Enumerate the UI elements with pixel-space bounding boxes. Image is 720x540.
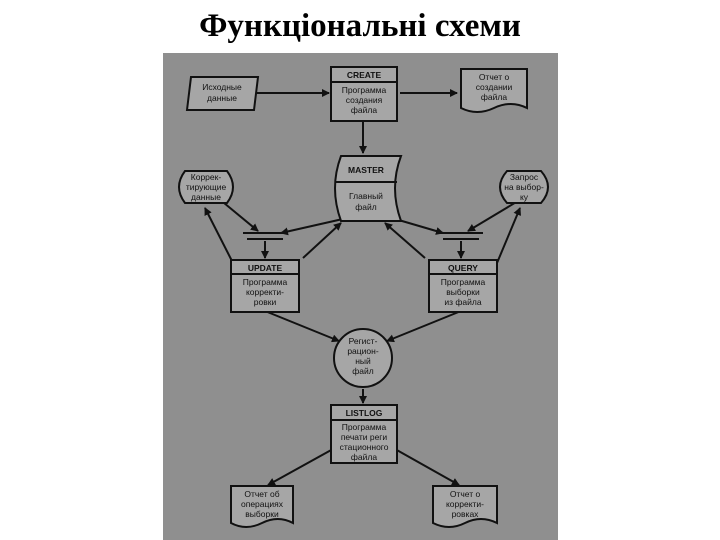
create-report-document: Отчет о создании файла [460,68,528,113]
corrections-line-2: тирующие [186,182,227,192]
create-line-2: создания [346,95,383,105]
query-request-line-3: ку [520,192,529,202]
query-line-3: из файла [444,297,481,307]
master-header: MASTER [348,165,384,175]
update-report-line-2: корректи- [446,499,484,509]
corrections-line-1: Коррек- [191,172,222,182]
create-report-line-1: Отчет о [479,72,510,82]
update-report-document: Отчет о корректи- ровках [432,485,498,528]
query-line-1: Программа [441,277,486,287]
listlog-line-3: стационного [340,442,389,452]
update-header: UPDATE [248,263,283,273]
merge-symbols [243,232,483,240]
query-report-line-3: выборки [245,509,279,519]
master-file-storage: MASTER Главный файл [334,155,403,222]
query-process: QUERY Программа выборки из файла [428,259,498,313]
master-line-2: файл [355,202,376,212]
create-line-1: Программа [342,85,387,95]
correction-data-input: Коррек- тирующие данные [178,170,234,204]
query-report-line-1: Отчет об [244,489,279,499]
query-report-line-2: операциях [241,499,284,509]
source-line-2: данные [207,93,237,103]
query-request-line-1: Запрос [510,172,539,182]
update-report-line-3: ровках [452,509,480,519]
create-line-3: файла [351,105,377,115]
page-title: Функціональні схеми [199,8,521,44]
listlog-process: LISTLOG Программа печати реги стационног… [330,404,398,464]
query-header: QUERY [448,263,478,273]
flowchart-scan: Исходные данные CREATE Программа создани… [163,53,558,540]
listlog-line-2: печати реги [341,432,388,442]
log-file-circle: Регист- рацион- ный файл [333,328,393,388]
source-data-input: Исходные данные [185,76,260,111]
master-line-1: Главный [349,191,383,201]
query-request-input: Запрос на выбор- ку [499,170,549,204]
log-line-3: ный [355,356,371,366]
query-request-line-2: на выбор- [504,182,544,192]
create-header: CREATE [347,70,382,80]
listlog-header: LISTLOG [346,408,383,418]
query-line-2: выборки [446,287,480,297]
update-line-2: корректи- [246,287,284,297]
query-report-document: Отчет об операциях выборки [230,485,294,528]
corrections-line-3: данные [191,192,221,202]
create-report-line-2: создании [476,82,513,92]
update-line-3: ровки [254,297,277,307]
listlog-line-1: Программа [342,422,387,432]
update-report-line-1: Отчет о [450,489,481,499]
update-line-1: Программа [243,277,288,287]
log-line-4: файл [352,366,373,376]
log-line-2: рацион- [347,346,378,356]
connector-lines [204,89,521,486]
update-process: UPDATE Программа корректи- ровки [230,259,300,313]
log-line-1: Регист- [349,336,378,346]
listlog-line-4: файла [351,452,377,462]
source-line-1: Исходные [202,82,242,92]
create-process: CREATE Программа создания файла [330,66,398,122]
create-report-line-3: файла [481,92,507,102]
